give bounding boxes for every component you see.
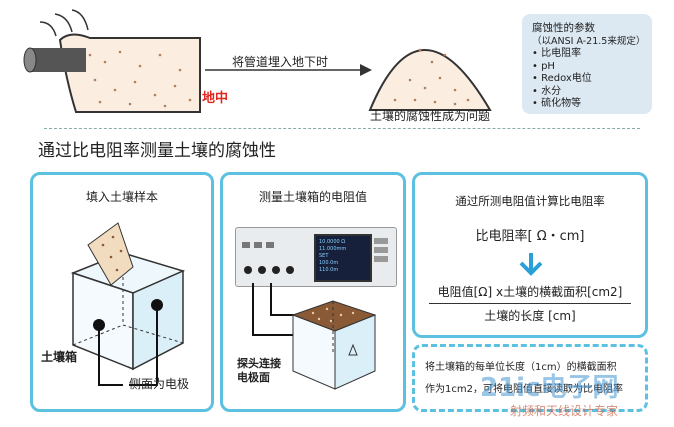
soil-box-probes bbox=[252, 283, 377, 390]
down-arrow-icon bbox=[519, 253, 543, 276]
meter-screen: 10.0000 Ω 11.000mm SET 100.0m 110.0m bbox=[314, 234, 372, 282]
button-icon bbox=[254, 242, 262, 248]
screen-line: 10.0000 Ω bbox=[319, 239, 346, 245]
params-item: Redox电位 bbox=[532, 73, 644, 86]
screen-line: 100.0m bbox=[319, 260, 339, 266]
note-line-2: 作为1cm2，可将电阻值直接读取为比电阻率 bbox=[425, 384, 623, 395]
watermark-tagline: 射频和天线设计专家 bbox=[510, 404, 619, 418]
mound-caption: 土壤的腐蚀性成为问题 bbox=[370, 109, 491, 123]
formula-numerator: 电阻值[Ω] x土壤的横截面积[cm2] bbox=[437, 285, 623, 299]
screen-text: 10.0000 Ω 11.000mm SET 100.0m 110.0m bbox=[319, 239, 346, 274]
probe-label-2: 电极面 bbox=[237, 371, 270, 384]
watermark-logo: 21ic电子网 bbox=[480, 373, 619, 403]
section-heading: 通过比电阻率测量土壤的腐蚀性 bbox=[38, 141, 276, 161]
panel-title: 通过所测电阻值计算比电阻率 bbox=[455, 194, 605, 208]
corrosion-params-box: 腐蚀性的参数 （以ANSI A-21.5来规定） 比电阻率 pH Redox电位… bbox=[522, 14, 652, 114]
side-electrode-label: 侧面为电极 bbox=[129, 377, 190, 391]
probe-terminals bbox=[242, 264, 308, 276]
soil-box-drawing bbox=[70, 222, 186, 386]
probe-label-1: 探头连接 bbox=[237, 357, 281, 370]
arrow-label: 将管道埋入地下时 bbox=[232, 55, 329, 69]
params-list: 比电阻率 pH Redox电位 水分 硫化物等 bbox=[532, 48, 644, 111]
meter-keypad bbox=[374, 238, 390, 274]
ground-label: 地中 bbox=[202, 91, 229, 106]
params-title: 腐蚀性的参数 bbox=[532, 22, 595, 34]
panel-fill-sample: 填入土壤样本 土壤箱 侧面为电极 bbox=[30, 172, 214, 412]
soil-box-label: 土壤箱 bbox=[41, 350, 78, 364]
panel-title: 填入土壤样本 bbox=[85, 190, 158, 204]
resistance-meter: 10.0000 Ω 11.000mm SET 100.0m 110.0m bbox=[235, 227, 397, 287]
formula-denominator: 土壤的长度 [cm] bbox=[484, 309, 576, 323]
meter-buttons bbox=[242, 234, 302, 254]
section-divider bbox=[44, 128, 640, 129]
formula-result: 比电阻率[ Ω・cm] bbox=[475, 229, 585, 244]
screen-line: 11.000mm bbox=[319, 246, 347, 252]
pipe-burial-illustration bbox=[23, 9, 492, 113]
note-line-1: 将土壤箱的每单位长度（1cm）的横截面积 bbox=[425, 362, 617, 373]
fraction-bar bbox=[429, 303, 631, 304]
panel-measure-resistance: 测量土壤箱的电阻值 10.0000 Ω 11.000mm SET 100.0m … bbox=[220, 172, 406, 412]
screen-line: 110.0m bbox=[319, 267, 339, 273]
params-item: 比电阻率 bbox=[532, 48, 644, 61]
screen-line: SET bbox=[319, 253, 329, 259]
panel-note: 将土壤箱的每单位长度（1cm）的横截面积 作为1cm2，可将电阻值直接读取为比电… bbox=[412, 344, 648, 412]
params-item: pH bbox=[532, 61, 644, 74]
params-item: 硫化物等 bbox=[532, 98, 644, 111]
button-icon bbox=[242, 242, 250, 248]
panel-calc-resistivity: 通过所测电阻值计算比电阻率 比电阻率[ Ω・cm] 电阻值[Ω] x土壤的横截面… bbox=[412, 172, 648, 338]
params-subtitle: （以ANSI A-21.5来规定） bbox=[532, 36, 646, 47]
button-icon bbox=[266, 242, 274, 248]
params-item: 水分 bbox=[532, 86, 644, 99]
panel-title: 测量土壤箱的电阻值 bbox=[258, 190, 367, 204]
